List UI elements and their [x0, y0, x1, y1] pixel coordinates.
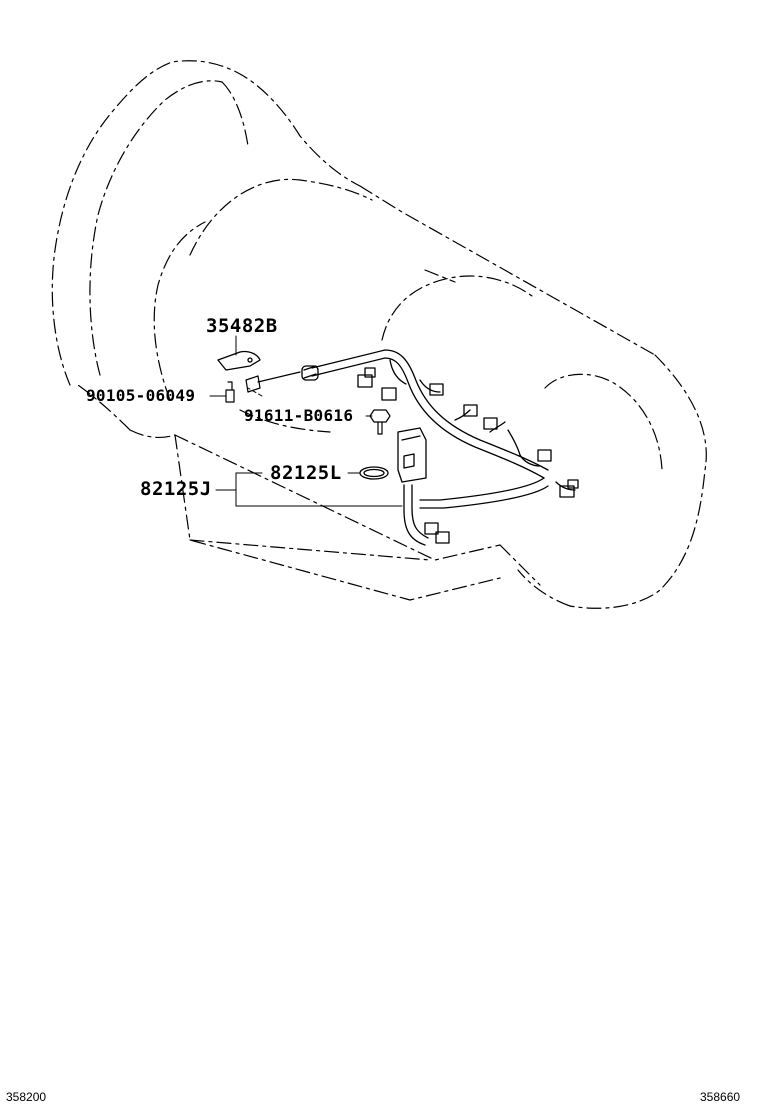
bracket-35482B [217, 339, 261, 371]
part-label-82125L[interactable]: 82125L [270, 462, 342, 484]
leader-lines [209, 335, 403, 507]
clamp-bolt-91611-B0616 [369, 409, 391, 435]
transmission-housing-outline [51, 60, 707, 609]
part-label-90105-06049[interactable]: 90105-06049 [86, 386, 196, 405]
footer-code-left: 358200 [6, 1090, 47, 1104]
part-label-91611-B0616[interactable]: 91611-B0616 [244, 406, 354, 425]
part-label-35482B[interactable]: 35482B [206, 315, 278, 337]
wire-harness [301, 349, 579, 546]
part-label-82125J[interactable]: 82125J [140, 478, 212, 500]
footer-code-right: 358660 [700, 1090, 741, 1104]
bolt-90105-06049 [225, 381, 235, 403]
harness-bracket-small [245, 371, 301, 393]
o-ring-82125L [359, 466, 389, 480]
